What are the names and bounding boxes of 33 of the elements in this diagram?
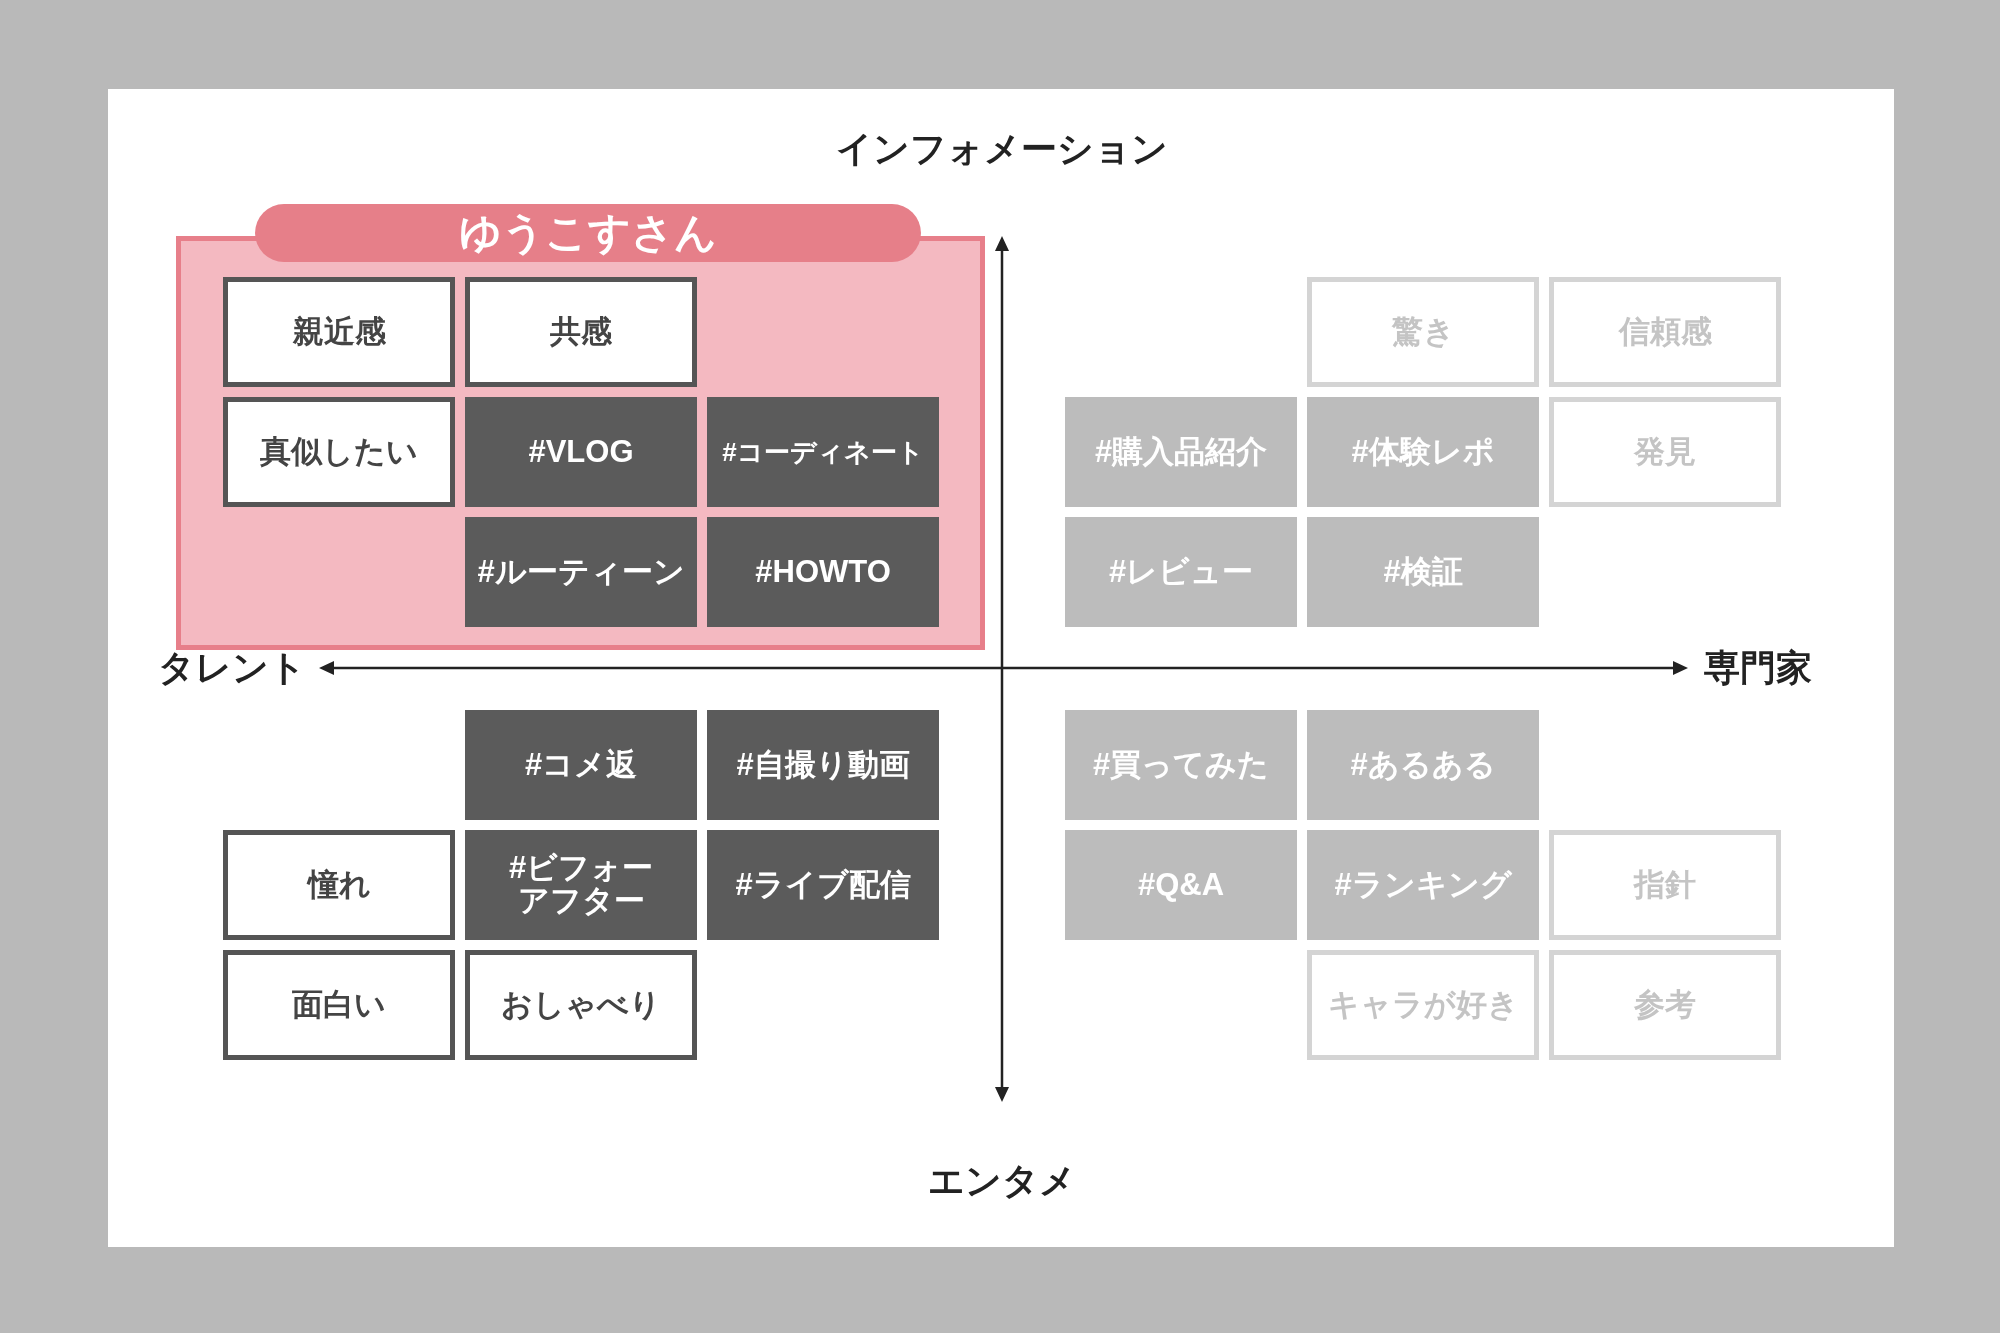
keyword-box: キャラが好き (1307, 950, 1539, 1060)
keyword-box: 発見 (1549, 397, 1781, 507)
keyword-box: 驚き (1307, 277, 1539, 387)
keyword-box: おしゃべり (465, 950, 697, 1060)
hashtag-tile: #検証 (1307, 517, 1539, 627)
hashtag-tile: #体験レポ (1307, 397, 1539, 507)
keyword-box: 指針 (1549, 830, 1781, 940)
hashtag-tile: #HOWTO (707, 517, 939, 627)
axis-label: 専門家 (1704, 648, 1812, 688)
hashtag-tile: #コメ返 (465, 710, 697, 820)
hashtag-tile: #あるある (1307, 710, 1539, 820)
hashtag-tile: #VLOG (465, 397, 697, 507)
keyword-box: 共感 (465, 277, 697, 387)
keyword-box: 信頼感 (1549, 277, 1781, 387)
hashtag-tile: #購入品紹介 (1065, 397, 1297, 507)
hashtag-tile: #レビュー (1065, 517, 1297, 627)
hashtag-tile: #ランキング (1307, 830, 1539, 940)
hashtag-tile: #ルーティーン (465, 517, 697, 627)
axis-label: エンタメ (928, 1161, 1076, 1201)
hashtag-tile: #ビフォーアフター (465, 830, 697, 940)
keyword-box: 参考 (1549, 950, 1781, 1060)
hashtag-tile: #買ってみた (1065, 710, 1297, 820)
hashtag-tile: #ライブ配信 (707, 830, 939, 940)
axis-label: インフォメーション (836, 129, 1168, 169)
title-tab: ゆうこすさん (255, 204, 921, 262)
keyword-box: 面白い (223, 950, 455, 1060)
hashtag-tile: #コーディネート (707, 397, 939, 507)
keyword-box: 憧れ (223, 830, 455, 940)
axis-label: タレント (158, 648, 306, 688)
hashtag-tile: #Q&A (1065, 830, 1297, 940)
keyword-box: 真似したい (223, 397, 455, 507)
keyword-box: 親近感 (223, 277, 455, 387)
hashtag-tile: #自撮り動画 (707, 710, 939, 820)
